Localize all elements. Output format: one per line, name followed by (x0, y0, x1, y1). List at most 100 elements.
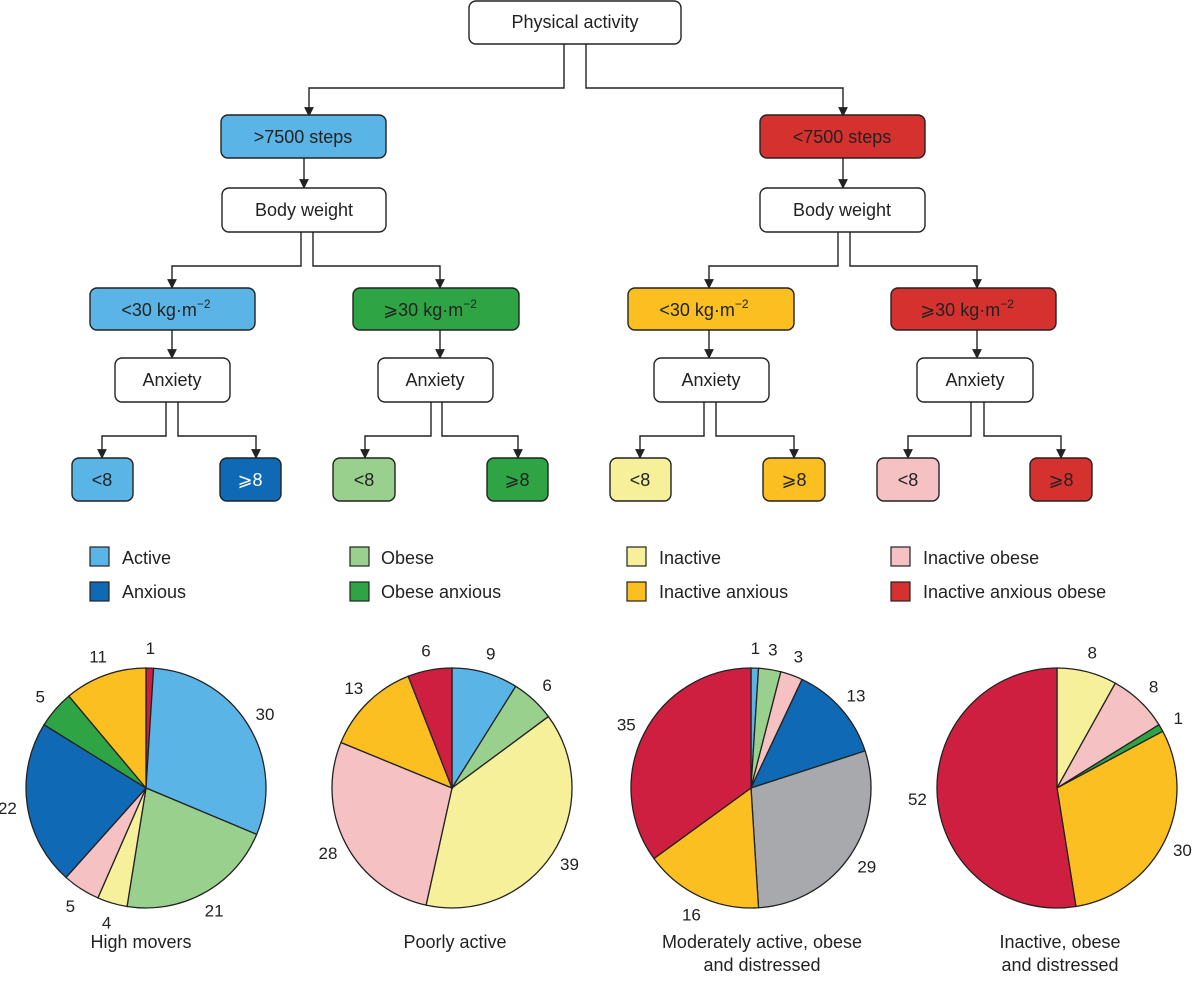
leaf-inactive: <8 (609, 457, 672, 502)
legend-label-inactive: Inactive (659, 548, 721, 568)
connector-a3-high (715, 402, 799, 459)
legend-swatch-inactive-anxious-obese (890, 581, 911, 602)
right-bmi-low-label: <30 kg·m (659, 300, 735, 320)
legend-swatch-inactive-anxious (626, 581, 647, 602)
pie-2-slice-6 (407, 667, 453, 789)
connector-lw-high (312, 232, 445, 289)
connector-root-left (304, 44, 565, 117)
connector-rw-high (849, 232, 982, 289)
pie-2-value-label-4: 28 (319, 844, 338, 863)
legend-swatch-active (89, 546, 110, 567)
anxiety-label-3: Anxiety (681, 370, 740, 390)
leaf-obese-anxious-label: ⩾8 (504, 470, 529, 490)
tree-connectors (97, 44, 1066, 459)
steps-low-box (759, 114, 926, 159)
leaf-inactive-anxious-obese-label: ⩾8 (1048, 470, 1073, 490)
pie-2-value-label-2: 6 (542, 676, 551, 695)
legend-swatch-inactive (626, 546, 647, 567)
left-bmi-high-node: ⩾30 kg·m−2 (352, 287, 520, 331)
pie-1-slice-3 (126, 787, 258, 909)
pie-3-value-label-5: 29 (857, 858, 876, 877)
pie-1-value-label-5: 5 (66, 897, 75, 916)
pie-4-value-label-4: 30 (1173, 841, 1192, 860)
connector-a1-high (177, 402, 261, 459)
right-body-weight-label: Body weight (793, 200, 891, 220)
pie-4-slice-4 (1056, 730, 1178, 908)
left-bmi-low-sup: −2 (197, 297, 211, 311)
legend-swatch-obese-anxious (349, 581, 370, 602)
pie-2-slice-4 (331, 741, 453, 906)
right-bmi-high-label: ⩾30 kg·m (920, 300, 1000, 320)
legend-item-inactive-anxious-obese: Inactive anxious obese (890, 581, 1106, 602)
legend-label-active: Active (122, 548, 171, 568)
pie-1-slice-2 (145, 667, 267, 836)
pie-3-value-label-3: 3 (794, 647, 803, 666)
svg-text:<30 kg·m−2: <30 kg·m−2 (659, 297, 749, 320)
connector-lw-low (167, 232, 302, 289)
anxiety-node-2: Anxiety (377, 357, 494, 403)
pie-1-value-label-6: 22 (0, 799, 17, 818)
legend-label-inactive-anxious-obese: Inactive anxious obese (923, 582, 1106, 602)
leaf-inactive-anxious-label: ⩾8 (781, 470, 806, 490)
left-bmi-high-sup: −2 (463, 297, 477, 311)
pie-4-value-label-5: 52 (908, 790, 927, 809)
legend-item-inactive-anxious: Inactive anxious (626, 581, 788, 602)
pie-3-slice-7 (630, 667, 752, 860)
connector-rw-low (704, 232, 839, 289)
left-body-weight-node: Body weight (221, 187, 387, 233)
steps-high-label: >7500 steps (254, 127, 353, 147)
pie-2-value-label-3: 39 (560, 855, 579, 874)
pie-3-value-label-1: 1 (751, 639, 760, 658)
legend-swatch-anxious (89, 581, 110, 602)
leaf-obese-label: <8 (354, 470, 375, 490)
leaf-inactive-obese-label: <8 (898, 470, 919, 490)
legend-label-inactive-obese: Inactive obese (923, 548, 1039, 568)
pie-3-value-label-6: 16 (682, 906, 701, 925)
legend-label-inactive-anxious: Inactive anxious (659, 582, 788, 602)
pie-3-slice-4 (749, 678, 866, 790)
pie-3-value-label-7: 35 (617, 715, 636, 734)
anxiety-label-1: Anxiety (142, 370, 201, 390)
right-bmi-low-sup: −2 (735, 297, 749, 311)
svg-text:⩾30 kg·m−2: ⩾30 kg·m−2 (920, 297, 1014, 320)
pie-4-slice-5 (936, 667, 1077, 909)
connector-a2-low (360, 402, 432, 459)
connector-a2-high (441, 402, 523, 459)
left-bmi-high-label: ⩾30 kg·m (383, 300, 463, 320)
leaf-inactive-label: <8 (630, 470, 651, 490)
connector-root-right (585, 44, 848, 117)
pie-2-value-label-6: 6 (421, 641, 430, 660)
anxiety-node-4: Anxiety (916, 357, 1034, 403)
legend-swatch-obese (349, 546, 370, 567)
pie-3-value-label-4: 13 (847, 686, 866, 705)
leaf-active-label: <8 (92, 470, 113, 490)
legend-item-inactive-obese: Inactive obese (890, 546, 1039, 568)
connector-a3-low (635, 402, 705, 459)
pie-2-slice-5 (340, 675, 454, 790)
legend-label-obese: Obese (381, 548, 434, 568)
anxiety-label-2: Anxiety (405, 370, 464, 390)
pie-2-title: Poorly active (403, 932, 506, 952)
pie-3-slice-5 (750, 750, 872, 909)
leaf-inactive-anxious-obese: ⩾8 (1029, 457, 1093, 502)
leaf-anxious-label: ⩾8 (237, 470, 262, 490)
legend-item-inactive: Inactive (626, 546, 721, 568)
pie-4-value-label-2: 8 (1149, 678, 1158, 697)
pie-3-slice-6 (653, 786, 760, 909)
left-bmi-low-node: <30 kg·m−2 (89, 287, 256, 331)
anxiety-node-1: Anxiety (114, 357, 231, 403)
pie-2-value-label-1: 9 (486, 645, 495, 664)
pie-1-slice-6 (25, 723, 148, 879)
anxiety-label-4: Anxiety (945, 370, 1004, 390)
anxiety-node-3: Anxiety (653, 357, 770, 403)
connector-a4-low (903, 402, 972, 459)
svg-text:<30 kg·m−2: <30 kg·m−2 (121, 297, 211, 320)
pie-2-value-label-5: 13 (344, 679, 363, 698)
